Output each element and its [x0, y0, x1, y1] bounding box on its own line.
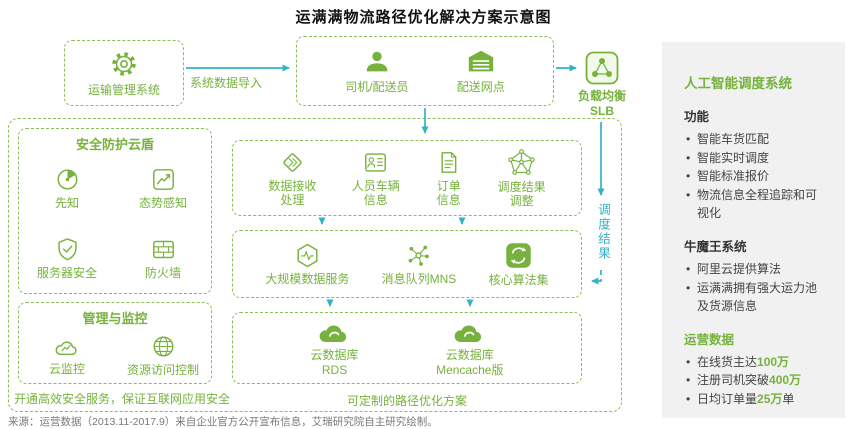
pipeline-node: 云数据库 Mencache版 [436, 319, 503, 377]
depot-label: 配送网点 [456, 80, 505, 95]
panel-title: 人工智能调度系统 [684, 76, 792, 91]
document-icon [441, 151, 457, 173]
solution-outer-box [8, 118, 622, 412]
pipeline-node: 订单 信息 [435, 149, 462, 208]
page-title: 运满满物流路径优化解决方案示意图 [295, 9, 552, 26]
panel-function-list: 智能车货匹配 智能实时调度 智能标准报价 物流信息全程追踪和可视化 [684, 130, 827, 223]
security-box-title: 安全防护云盾 [75, 137, 154, 152]
network-icon [508, 148, 535, 175]
driver-node: 司机/配送员 [345, 47, 409, 95]
pipeline-caption: 可定制的路径优化方案 [346, 394, 467, 408]
security-item: 先知 [19, 153, 115, 223]
security-item-label: 态势感知 [138, 195, 187, 210]
pipeline-node: 核心算法集 [489, 241, 549, 287]
management-item-label: 资源访问控制 [126, 362, 199, 377]
pipeline-node-label: 消息队列MNS [381, 271, 457, 286]
management-item: 云监控 [19, 327, 115, 383]
security-box: 安全防护云盾 先知 态势感知 [18, 128, 212, 294]
radar-icon [57, 169, 77, 190]
pipeline-row1-box: 数据接收 处理 人员车辆 信息 订单 信息 [232, 140, 582, 216]
depot-node: 配送网点 [457, 47, 505, 94]
dispatch-result-label: 调度结果 [596, 203, 610, 261]
management-item-label: 云监控 [48, 361, 85, 376]
security-caption: 开通高效安全服务，保证互联网应用安全 [14, 392, 231, 406]
list-item: 在线货主达100万 [684, 353, 827, 372]
pipeline-node-label: 订单 信息 [436, 178, 461, 207]
panel-section-heading: 运营数据 [684, 332, 735, 347]
list-item: 运满满拥有强大运力池及货源信息 [684, 279, 827, 316]
list-item: 阿里云提供算法 [684, 260, 827, 279]
driver-label: 司机/配送员 [345, 80, 409, 95]
cloud-db-icon [319, 325, 346, 343]
management-box: 管理与监控 云监控 资源访问控制 [18, 302, 212, 384]
pipeline-node-label: 核心算法集 [488, 272, 549, 287]
metric-value: 400万 [769, 373, 802, 388]
pipeline-node: 人员车辆 信息 [352, 149, 400, 208]
pipeline-row2-box: 大规模数据服务 消息队列MNS 核心算法集 [232, 230, 582, 298]
list-item: 物流信息全程追踪和可视化 [684, 186, 827, 223]
ai-dispatch-panel: 人工智能调度系统 功能 智能车货匹配 智能实时调度 智能标准报价 物流信息全程追… [662, 42, 845, 418]
panel-system-list: 阿里云提供算法 运满满拥有强大运力池及货源信息 [684, 260, 827, 316]
pipeline-node: 数据接收 处理 [268, 149, 316, 208]
pipeline-node: 云数据库 RDS [311, 319, 359, 377]
list-item: 日均订单量25万单 [684, 390, 827, 409]
firewall-icon [152, 240, 174, 259]
pipeline-node-label: 人员车辆 信息 [351, 178, 400, 207]
hexagon-pulse-icon [297, 243, 318, 267]
tms-label: 运输管理系统 [87, 82, 160, 97]
management-box-title: 管理与监控 [82, 311, 148, 326]
list-item: 智能标准报价 [684, 167, 827, 186]
panel-section-heading: 功能 [684, 110, 710, 124]
metric-value: 100万 [757, 354, 790, 369]
list-item: 注册司机突破400万 [684, 371, 827, 390]
security-item-label: 服务器安全 [36, 265, 97, 280]
gear-icon [112, 52, 136, 76]
globe-icon [153, 336, 173, 357]
source-note: 来源：运营数据（2013.11-2017.9）来自企业官方公开宣布信息，艾瑞研究… [8, 416, 438, 428]
list-item: 智能实时调度 [684, 149, 827, 168]
slb-icon [585, 51, 619, 85]
slb-label: 负载均衡 SLB [577, 89, 626, 118]
pipeline-node: 消息队列MNS [381, 242, 457, 286]
list-item: 智能车货匹配 [684, 130, 827, 149]
trend-chart-icon [152, 168, 174, 190]
pipeline-node-label: 云数据库 RDS [310, 348, 359, 377]
security-item: 服务器安全 [19, 223, 115, 293]
person-card-icon [365, 152, 387, 172]
metric-value: 25万 [757, 391, 783, 406]
panel-metrics-list: 在线货主达100万 注册司机突破400万 日均订单量25万单 [684, 353, 827, 409]
driver-icon [366, 51, 388, 72]
security-item-label: 先知 [54, 195, 79, 210]
garage-icon [468, 51, 493, 72]
security-item: 态势感知 [115, 153, 211, 223]
security-item-label: 防火墙 [144, 265, 181, 280]
security-item: 防火墙 [115, 223, 211, 293]
cloud-db-icon [454, 325, 481, 343]
pipeline-node-label: 云数据库 Mencache版 [436, 348, 504, 377]
tms-box: 运输管理系统 [64, 40, 184, 106]
nodes-icon [409, 245, 430, 266]
pipeline-node: 大规模数据服务 [265, 242, 349, 286]
pipeline-node-label: 数据接收 处理 [268, 178, 317, 207]
panel-section-heading: 牛魔王系统 [684, 239, 747, 254]
import-flow-label: 系统数据导入 [190, 76, 263, 90]
pipeline-node-label: 大规模数据服务 [265, 271, 350, 286]
sync-square-icon [506, 243, 531, 268]
pipeline-node: 调度结果 调整 [498, 148, 546, 209]
cloud-monitor-icon [55, 341, 77, 355]
pipeline-row3-box: 云数据库 RDS 云数据库 Mencache版 [232, 312, 582, 384]
drivers-depot-box: 司机/配送员 配送网点 [296, 36, 554, 106]
management-item: 资源访问控制 [115, 327, 211, 383]
pipeline-node-label: 调度结果 调整 [497, 179, 546, 208]
shield-check-icon [57, 238, 77, 261]
prism-icon [283, 152, 302, 172]
